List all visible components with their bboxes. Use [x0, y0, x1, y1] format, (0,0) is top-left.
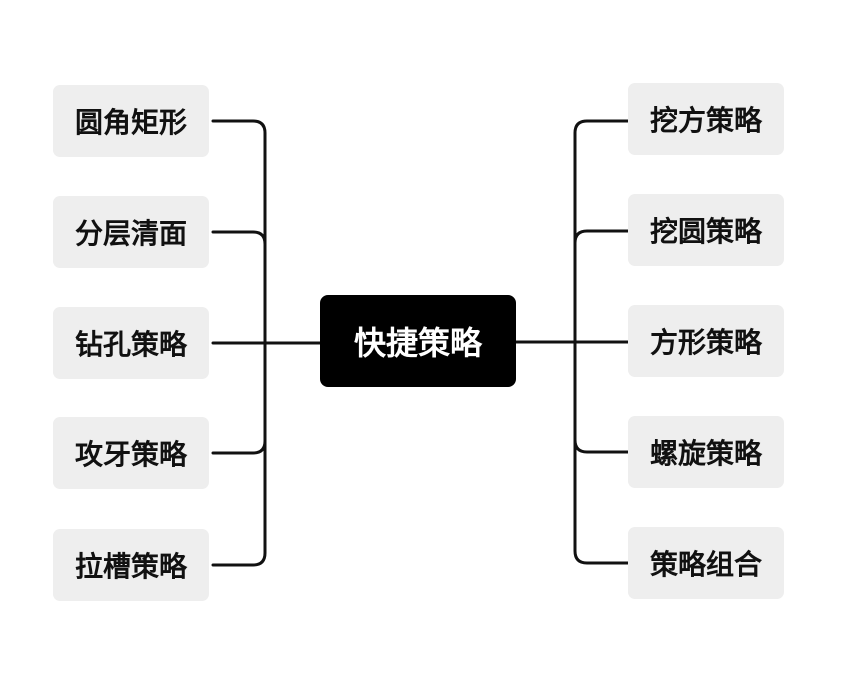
- connector-right-2: [573, 229, 630, 245]
- node-label: 分层清面: [74, 217, 187, 250]
- node-right-2[interactable]: 挖圆策略: [628, 194, 784, 266]
- node-right-5[interactable]: 策略组合: [628, 527, 784, 599]
- node-left-5[interactable]: 拉槽策略: [53, 529, 209, 601]
- connector-left-4: [211, 439, 267, 455]
- node-left-3[interactable]: 钻孔策略: [53, 307, 209, 379]
- node-right-4[interactable]: 螺旋策略: [628, 416, 784, 488]
- node-label: 螺旋策略: [649, 437, 762, 470]
- node-left-1[interactable]: 圆角矩形: [53, 85, 209, 157]
- node-label: 圆角矩形: [74, 106, 187, 139]
- connector-left-2: [211, 230, 267, 246]
- center-node[interactable]: 快捷策略: [320, 295, 516, 387]
- node-right-3[interactable]: 方形策略: [628, 305, 784, 377]
- node-left-4[interactable]: 攻牙策略: [53, 417, 209, 489]
- node-left-2[interactable]: 分层清面: [53, 196, 209, 268]
- node-label: 攻牙策略: [74, 438, 187, 471]
- node-label: 挖方策略: [649, 104, 762, 137]
- node-label: 挖圆策略: [649, 215, 762, 248]
- connector-right-4: [573, 438, 630, 454]
- node-label: 方形策略: [649, 326, 762, 359]
- node-label: 策略组合: [649, 548, 762, 581]
- center-node-label: 快捷策略: [353, 324, 482, 362]
- node-right-1[interactable]: 挖方策略: [628, 83, 784, 155]
- node-label: 拉槽策略: [74, 550, 187, 583]
- node-label: 钻孔策略: [74, 328, 187, 361]
